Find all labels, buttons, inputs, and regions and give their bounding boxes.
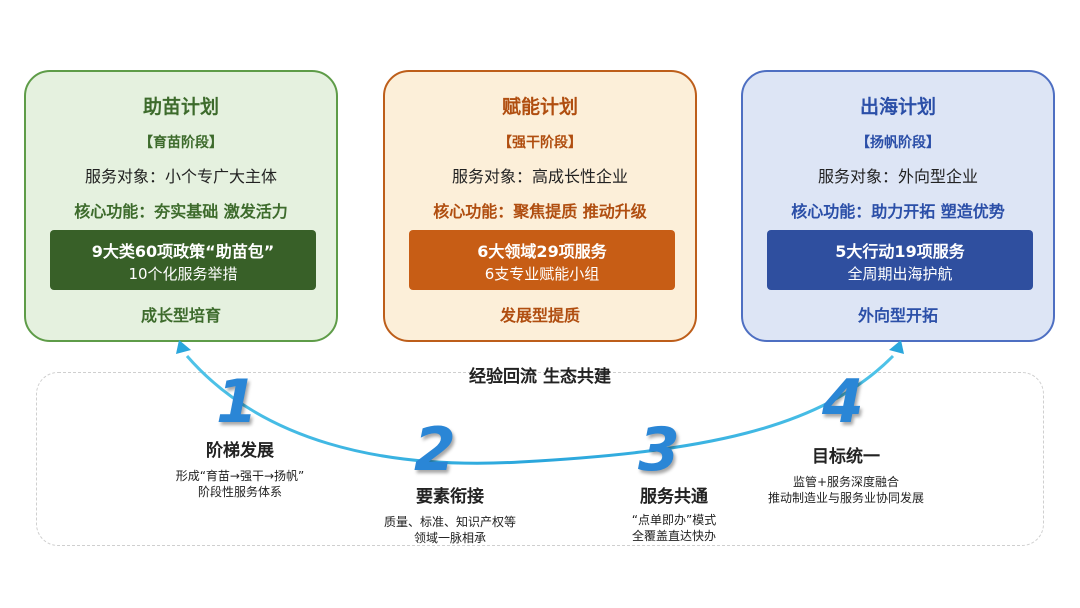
plan-highlight-sub: 10个化服务举措	[128, 265, 238, 283]
step-number: 4	[822, 367, 864, 437]
step-title: 目标统一	[812, 447, 880, 467]
arc-arrow-right-icon	[889, 340, 904, 354]
plan-title: 助苗计划	[142, 96, 219, 118]
plan-target: 服务对象：外向型企业	[817, 167, 978, 186]
plan-highlight-box: 9大类60项政策“助苗包” 10个化服务举措	[50, 230, 316, 290]
step-title: 要素衔接	[416, 487, 484, 507]
plan-footer: 成长型培育	[140, 306, 221, 325]
center-slogan: 经验回流 生态共建	[469, 367, 611, 387]
step-desc-line: “点单即办”模式	[631, 513, 717, 527]
plan-title: 出海计划	[859, 96, 936, 118]
plan-function: 核心功能：聚焦提质 推动升级	[433, 202, 647, 221]
plan-card-funeng: 赋能计划 【强干阶段】 服务对象：高成长性企业 核心功能：聚焦提质 推动升级 6…	[383, 70, 697, 342]
step-desc-line: 阶段性服务体系	[197, 485, 282, 499]
step-number: 1	[216, 367, 258, 437]
plan-highlight-sub: 全周期出海护航	[847, 265, 953, 283]
step-number: 3	[638, 415, 680, 485]
plan-target: 服务对象：高成长性企业	[451, 167, 628, 186]
step-title: 阶梯发展	[206, 441, 274, 461]
plan-stage: 【扬帆阶段】	[856, 135, 940, 151]
plan-card-chuhai: 出海计划 【扬帆阶段】 服务对象：外向型企业 核心功能：助力开拓 塑造优势 5大…	[741, 70, 1055, 342]
step-desc: 质量、标准、知识产权等 领域一脉相承	[340, 514, 560, 546]
arc-arrow-left-icon	[176, 340, 191, 354]
plan-stage: 【育苗阶段】	[139, 135, 223, 151]
plan-highlight-main: 5大行动19项服务	[835, 242, 965, 261]
step-desc-line: 领域一脉相承	[413, 531, 486, 545]
step-desc: “点单即办”模式 全覆盖直达快办	[564, 512, 784, 544]
plan-target: 服务对象：小个专广大主体	[84, 167, 277, 186]
plan-highlight-box: 6大领域29项服务 6支专业赋能小组	[409, 230, 675, 290]
step-desc-line: 形成“育苗→强干→扬帆”	[175, 469, 305, 483]
plan-title: 赋能计划	[501, 96, 578, 118]
plan-footer: 外向型开拓	[857, 306, 938, 325]
plan-highlight-main: 6大领域29项服务	[477, 242, 607, 261]
plan-stage: 【强干阶段】	[498, 135, 582, 151]
flow-arc-line	[185, 354, 895, 465]
plan-function: 核心功能：助力开拓 塑造优势	[791, 202, 1005, 221]
step-number: 2	[414, 415, 456, 485]
step-desc-line: 推动制造业与服务业协同发展	[767, 491, 924, 505]
plan-function: 核心功能：夯实基础 激发活力	[74, 202, 288, 221]
plan-highlight-sub: 6支专业赋能小组	[484, 265, 600, 283]
bottom-dashed-frame	[36, 372, 1044, 546]
plan-footer: 发展型提质	[499, 306, 580, 325]
plan-highlight-box: 5大行动19项服务 全周期出海护航	[767, 230, 1033, 290]
step-desc-line: 质量、标准、知识产权等	[383, 515, 516, 529]
step-desc-line: 监管+服务深度融合	[792, 475, 900, 489]
step-desc-line: 全覆盖直达快办	[631, 529, 716, 543]
step-title: 服务共通	[640, 487, 708, 507]
step-desc: 监管+服务深度融合 推动制造业与服务业协同发展	[736, 474, 956, 506]
plan-highlight-main: 9大类60项政策“助苗包”	[91, 242, 275, 261]
plan-card-zhumiao: 助苗计划 【育苗阶段】 服务对象：小个专广大主体 核心功能：夯实基础 激发活力 …	[24, 70, 338, 342]
step-desc: 形成“育苗→强干→扬帆” 阶段性服务体系	[130, 468, 350, 500]
